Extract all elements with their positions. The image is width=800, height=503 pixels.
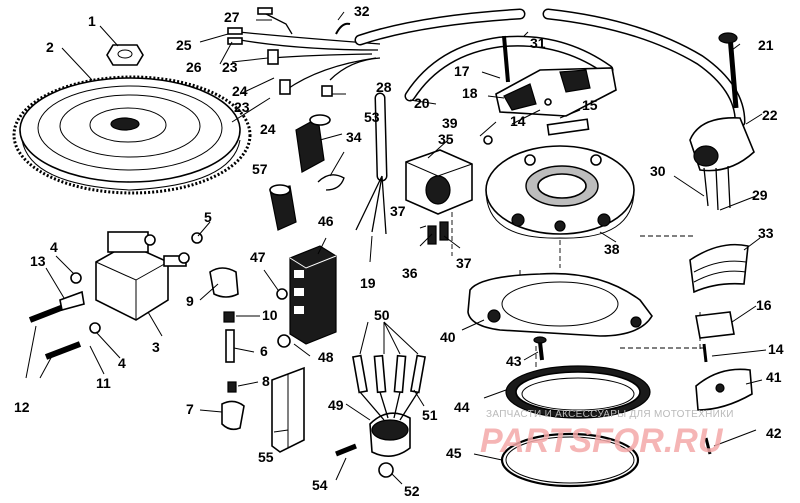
callout: 38: [604, 241, 620, 257]
callout: 3: [152, 339, 160, 355]
retainer-ring: [505, 365, 651, 419]
callout: 13: [30, 253, 46, 269]
callout: 25: [176, 37, 192, 53]
retainer: [695, 311, 735, 339]
screw-42: [704, 437, 712, 455]
wire-connectors: [227, 7, 333, 97]
callout: 51: [422, 407, 438, 423]
callout: 29: [752, 187, 768, 203]
callout: 49: [328, 397, 344, 413]
watermark-site: PARTSFOR.RU: [480, 422, 724, 460]
screw-21: [727, 35, 739, 109]
callout: 14: [510, 113, 526, 129]
armature-plate: [485, 145, 635, 239]
callout: 54: [312, 477, 328, 493]
callout: 45: [446, 445, 462, 461]
callout: 43: [506, 353, 522, 369]
callout: 22: [762, 107, 778, 123]
spark-plug-boots: [209, 267, 245, 431]
flywheel-nut: [106, 44, 144, 66]
callout: 47: [250, 249, 266, 265]
callout: 14: [768, 341, 784, 357]
callout: 6: [260, 343, 268, 359]
callout: 17: [454, 63, 470, 79]
flywheel: [12, 75, 252, 195]
sensor-assembly: [495, 67, 617, 136]
callout: 23: [222, 59, 238, 75]
capacitor: [295, 114, 331, 173]
callout: 27: [224, 9, 240, 25]
magnet-segment: [689, 243, 749, 294]
connector-plug: [269, 184, 297, 231]
callout: 16: [756, 297, 772, 313]
callout: 5: [204, 209, 212, 225]
screw: [502, 35, 510, 83]
callout: 46: [318, 213, 334, 229]
callout: 21: [758, 37, 774, 53]
watermark: ЗАПЧАСТИ И АКСЕССУАРЫ ДЛЯ МОТОТЕХНИКИ PA…: [480, 409, 734, 460]
callout: 1: [88, 13, 96, 29]
mounting-bracket: [271, 366, 305, 453]
callout: 52: [404, 483, 420, 499]
power-pack: [95, 231, 187, 321]
rectifier-assembly: [335, 354, 426, 478]
callout: 44: [454, 399, 470, 415]
callout: 53: [364, 109, 380, 125]
wire-clip: [317, 174, 345, 191]
callout: 39: [442, 115, 458, 131]
callout: 42: [766, 425, 782, 441]
callout: 32: [354, 3, 370, 19]
callout: 10: [262, 307, 278, 323]
watermark-caption: ЗАПЧАСТИ И АКСЕССУАРЫ ДЛЯ МОТОТЕХНИКИ: [486, 409, 734, 420]
mounting-hardware: [28, 232, 203, 360]
callout: 2: [46, 39, 54, 55]
callout: 40: [440, 329, 456, 345]
callout: 24: [260, 121, 276, 137]
charge-coil: [689, 117, 755, 211]
screw-43: [538, 341, 544, 361]
callout: 4: [50, 239, 58, 255]
callout: 15: [582, 97, 598, 113]
callout: 37: [390, 203, 406, 219]
callout: 24: [232, 83, 248, 99]
callout: 23: [234, 99, 250, 115]
leader-lines: [25, 11, 767, 485]
callout: 41: [766, 369, 782, 385]
callout: 50: [374, 307, 390, 323]
callout: 30: [650, 163, 666, 179]
callout: 8: [262, 373, 270, 389]
callout: 57: [252, 161, 268, 177]
callout: 48: [318, 349, 334, 365]
callout: 37: [456, 255, 472, 271]
callout: 12: [14, 399, 30, 415]
callout: 36: [402, 265, 418, 281]
callout: 55: [258, 449, 274, 465]
callout: 20: [414, 95, 430, 111]
callout: 11: [96, 375, 111, 391]
callout: 9: [186, 293, 194, 309]
mounting-plate: [467, 272, 653, 337]
screw-14: [702, 343, 708, 363]
callout: 26: [186, 59, 202, 75]
callout: 34: [346, 129, 362, 145]
callout: 31: [530, 35, 546, 51]
terminal-block: [276, 245, 337, 348]
callout: 4: [118, 355, 126, 371]
ignition-coil: [405, 135, 493, 245]
callout: 33: [758, 225, 774, 241]
callout: 19: [360, 275, 376, 291]
callout: 7: [186, 401, 194, 417]
callout-labels: 1 2 3 4 4 5 6 7 8 9 10 11 12 13 14 14 15…: [14, 3, 784, 499]
sensor-bracket: [695, 368, 753, 411]
callout: 18: [462, 85, 478, 101]
callout: 28: [376, 79, 392, 95]
callout: 35: [438, 131, 454, 147]
